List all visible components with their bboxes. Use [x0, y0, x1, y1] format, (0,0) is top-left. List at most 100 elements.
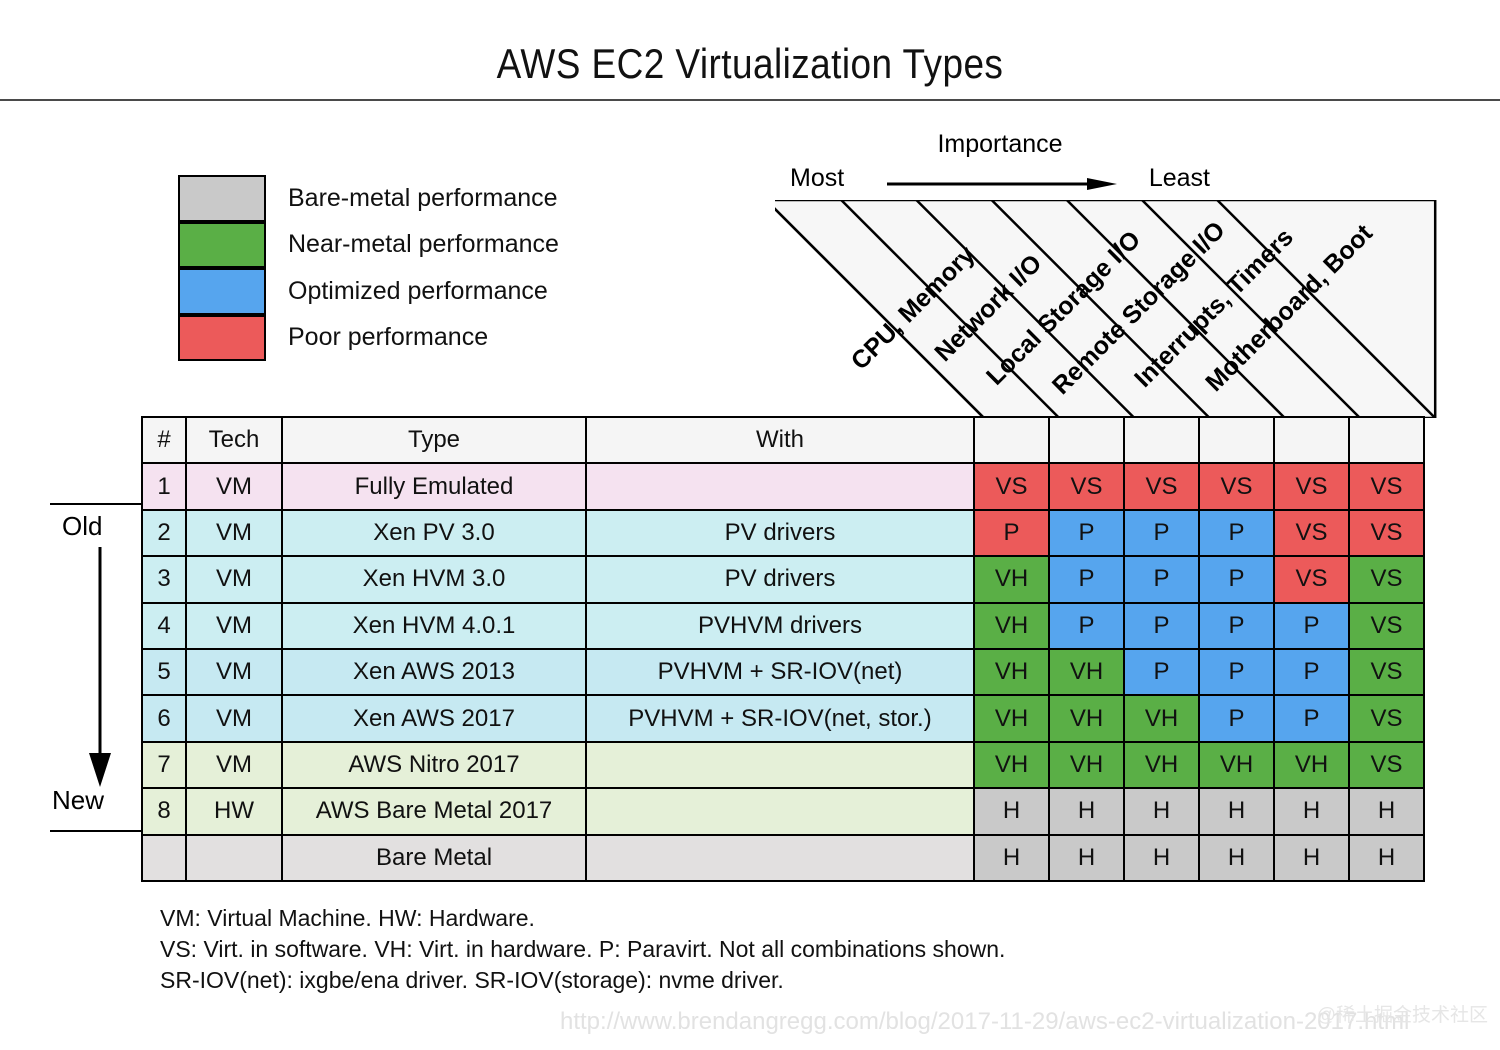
new-label: New — [52, 785, 105, 815]
column-header-metric — [1198, 415, 1275, 465]
rating-cell: H — [1048, 787, 1125, 836]
rating-cell: VH — [973, 694, 1050, 743]
rating-cell: P — [1123, 555, 1200, 604]
title-divider — [0, 99, 1500, 101]
rating-cell: P — [1123, 647, 1200, 697]
cell-tech: HW — [185, 787, 283, 836]
diagonal-header-divider — [915, 200, 1136, 418]
rating-cell: VS — [1348, 740, 1425, 790]
cell-type: Xen AWS 2017 — [281, 694, 587, 743]
cell-type: Xen AWS 2013 — [281, 647, 587, 697]
legend-item-label: Optimized performance — [288, 276, 548, 305]
column-header-metric — [973, 415, 1050, 465]
rating-cell: H — [973, 787, 1050, 836]
cell-type: Bare Metal — [281, 833, 587, 882]
rating-cell: H — [1123, 833, 1200, 882]
legend-item: Bare-metal performance — [178, 175, 559, 222]
legend-item-label: Bare-metal performance — [288, 183, 558, 212]
cell-with: PV drivers — [585, 555, 975, 604]
column-header-metric — [1348, 415, 1425, 465]
rating-cell: P — [1198, 647, 1275, 697]
rating-cell: VH — [1048, 694, 1125, 743]
source-url[interactable]: http://www.brendangregg.com/blog/2017-11… — [560, 1008, 1410, 1035]
legend-swatch — [178, 221, 266, 268]
rating-cell: VH — [973, 740, 1050, 790]
rating-cell: VS — [1348, 694, 1425, 743]
cell-tech: VM — [185, 508, 283, 558]
diagonal-header-divider — [840, 200, 1061, 418]
rating-cell: P — [1048, 601, 1125, 650]
importance-least-label: Least — [1148, 164, 1210, 192]
legend-item: Poor performance — [178, 314, 559, 361]
column-header-num: # — [141, 415, 187, 465]
cell-tech: VM — [185, 740, 283, 790]
arrow-down-icon — [89, 547, 111, 787]
cell-num: 8 — [141, 787, 187, 836]
cell-with: PV drivers — [585, 508, 975, 558]
legend-item: Optimized performance — [178, 268, 559, 315]
rating-cell: H — [1123, 787, 1200, 836]
diagonal-header-divider — [990, 200, 1211, 418]
rating-cell: VS — [1123, 462, 1200, 511]
footnotes: VM: Virtual Machine. HW: Hardware. VS: Vi… — [160, 903, 1005, 996]
rating-cell: VS — [1198, 462, 1275, 511]
cell-num: 1 — [141, 462, 187, 511]
column-header-metric — [1123, 415, 1200, 465]
cell-tech — [185, 833, 283, 882]
rating-cell: H — [1348, 787, 1425, 836]
rating-cell: P — [1273, 694, 1350, 743]
rating-cell: VS — [1348, 601, 1425, 650]
cell-tech: VM — [185, 462, 283, 511]
rating-cell: P — [1198, 555, 1275, 604]
rating-cell: VS — [1273, 462, 1350, 511]
rating-cell: H — [1348, 833, 1425, 882]
diagonal-header-divider — [1141, 200, 1361, 418]
rating-cell: VH — [973, 601, 1050, 650]
age-axis-top-rule — [50, 503, 175, 505]
rating-cell: VS — [1348, 508, 1425, 558]
cell-num: 6 — [141, 694, 187, 743]
legend-swatch — [178, 175, 266, 222]
column-header-metric — [1273, 415, 1350, 465]
column-header-with: With — [585, 415, 975, 465]
rating-cell: VH — [1048, 740, 1125, 790]
column-header-type: Type — [281, 415, 587, 465]
cell-type: Xen HVM 4.0.1 — [281, 601, 587, 650]
rating-cell: VS — [1348, 555, 1425, 604]
age-axis: Old New — [40, 495, 175, 840]
cell-with — [585, 740, 975, 790]
rating-cell: VH — [1048, 647, 1125, 697]
cell-num: 2 — [141, 508, 187, 558]
cell-with — [585, 833, 975, 882]
rating-cell: P — [1048, 508, 1125, 558]
rating-cell: VS — [1048, 462, 1125, 511]
old-label: Old — [62, 511, 103, 541]
cell-with — [585, 787, 975, 836]
rating-cell: VH — [1273, 740, 1350, 790]
cell-tech: VM — [185, 647, 283, 697]
rating-cell: VH — [1123, 694, 1200, 743]
legend-item-label: Near-metal performance — [288, 230, 559, 259]
column-header-tech: Tech — [185, 415, 283, 465]
cell-num: 5 — [141, 647, 187, 697]
cell-num — [141, 833, 187, 882]
rating-cell: H — [1048, 833, 1125, 882]
legend-swatch — [178, 268, 266, 315]
importance-axis: Importance Most Least — [790, 130, 1210, 200]
footnote-line: VS: Virt. in software. VH: Virt. in hard… — [160, 936, 1006, 962]
rating-cell: VH — [973, 647, 1050, 697]
rating-cell: H — [1198, 833, 1275, 882]
watermark-label: @稀土掘金技术社区 — [1316, 1005, 1488, 1026]
footnote-line: VM: Virtual Machine. HW: Hardware. — [160, 905, 535, 931]
rating-cell: H — [1273, 833, 1350, 882]
rating-cell: VH — [973, 555, 1050, 604]
cell-type: Xen PV 3.0 — [281, 508, 587, 558]
importance-most-label: Most — [790, 164, 845, 192]
rating-cell: H — [973, 833, 1050, 882]
